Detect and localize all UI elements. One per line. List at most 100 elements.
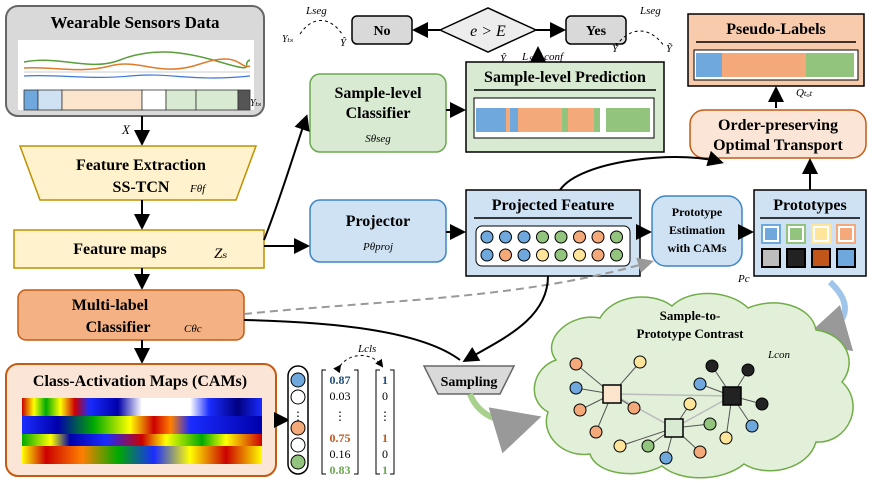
prototype-squares (761, 224, 856, 268)
feature-dot (610, 248, 623, 262)
class-circles-column: ⋮ (287, 365, 309, 475)
cam-heatmap-row-3 (22, 434, 262, 446)
contrast-line1: Sample-to- (660, 308, 721, 323)
feature-dot (517, 230, 531, 244)
contrast-graph (569, 355, 769, 465)
label-4: 0 (382, 447, 388, 461)
feature-dot (591, 248, 605, 262)
feature-dot (480, 248, 494, 262)
x-label: X (121, 122, 131, 137)
sample-node (613, 439, 627, 453)
prototype-square (786, 248, 806, 268)
prototype-square-fill (790, 228, 802, 240)
score-1: 0.87 (330, 373, 351, 387)
projected-feature-dots (480, 230, 623, 262)
sample-node (693, 445, 707, 459)
mlc-title-line2: Classifier (86, 319, 151, 336)
prototype-hub-green (664, 418, 684, 438)
contrast-line2: Prototype Contrast (637, 326, 745, 341)
prototype-estimation-block: Prototype Estimation with CAMs (651, 195, 743, 267)
feature-dot (554, 248, 568, 262)
sample-node (705, 359, 719, 373)
l-con-label: Lcon (767, 349, 791, 361)
pe-line2: Estimation (669, 223, 725, 237)
prototype-square (761, 248, 781, 268)
score-2: 0.03 (330, 389, 351, 403)
prototype-square (836, 248, 856, 268)
multi-label-classifier-block: Multi-label Classifier Cθc (17, 289, 245, 341)
no-yts-label: Yₜₛ (282, 34, 293, 45)
feature-maps-symbol: Zₛ (214, 246, 227, 262)
pe-line3: with CAMs (668, 241, 727, 255)
label-5: 1 (382, 463, 388, 477)
feature-dot (591, 230, 605, 244)
pe-line1: Prototype (672, 205, 723, 219)
sample-node (755, 397, 769, 411)
svg-text:⋮: ⋮ (292, 409, 304, 423)
label-1: 1 (382, 373, 388, 387)
no-lseg-label: Lseg (305, 5, 327, 17)
score-vector: 0.87 0.03 ⋮ 0.75 0.16 0.83 (321, 369, 359, 477)
sample-node (569, 357, 583, 371)
projector-title: Projector (346, 213, 411, 230)
yes-box (565, 15, 627, 45)
sample-node (569, 381, 583, 395)
sample-classifier-line2: Classifier (346, 105, 411, 122)
prediction-bar (476, 108, 650, 132)
label-3: 1 (382, 431, 388, 445)
feature-extraction-param: Fθf (189, 183, 207, 195)
projected-feature-title: Projected Feature (492, 197, 614, 214)
pseudo-label-bar (696, 53, 854, 77)
feature-dot (536, 248, 549, 262)
diamond-yhat-label: Ŷ (500, 53, 508, 65)
ss-tcn-label: SS-TCN (113, 179, 170, 196)
mlc-title-line1: Multi-label (72, 297, 149, 314)
sensor-signal-green (23, 51, 251, 69)
sample-node (627, 401, 641, 415)
sample-node (659, 451, 673, 465)
prototype-square-fill (840, 228, 852, 240)
feature-dot (480, 230, 494, 244)
prototype-square (811, 248, 831, 268)
yes-yhat-label: Ŷ (612, 43, 620, 55)
yes-ytilde-label: Ỹ (666, 43, 674, 55)
feature-extraction-title: Feature Extraction (76, 157, 206, 174)
cam-heatmap-row-1 (22, 398, 262, 416)
sample-node (719, 431, 733, 445)
score-ellipsis: ⋮ (334, 409, 346, 423)
sample-node (693, 377, 707, 391)
cam-heatmap-row-2 (22, 416, 262, 434)
yes-label: Yes (586, 24, 607, 39)
feature-dot (610, 230, 623, 244)
score-5: 0.83 (330, 463, 351, 477)
ground-truth-bar (23, 89, 251, 111)
l-cls-label: Lcls (357, 343, 376, 355)
sensors-title: Wearable Sensors Data (50, 13, 220, 32)
ls-sub-label: S (529, 55, 533, 64)
yes-lseg-label: Lseg (639, 5, 661, 17)
score-4: 0.16 (330, 447, 351, 461)
label-2: 0 (382, 389, 388, 403)
feature-maps-block: Feature maps Zₛ (13, 229, 265, 269)
feature-dot (517, 248, 531, 262)
sampling-block: Sampling (422, 365, 516, 395)
feature-dot (573, 230, 586, 244)
sampling-title: Sampling (441, 375, 498, 390)
feature-dot (554, 230, 568, 244)
cams-panel: Class-Activation Maps (CAMs) (5, 363, 277, 477)
feature-dot (536, 230, 549, 244)
sample-classifier-line1: Sample-level (334, 85, 422, 102)
feature-extraction-block: Feature Extraction SS-TCN Fθf (18, 145, 258, 201)
sample-node (703, 417, 717, 431)
sample-node (683, 397, 697, 411)
score-3: 0.75 (330, 431, 351, 445)
projected-feature-block: Projected Feature (465, 189, 641, 277)
cams-title: Class-Activation Maps (CAMs) (33, 373, 247, 390)
cam-heatmap-row-4 (22, 446, 262, 464)
sample-classifier-param: Sθseg (365, 133, 391, 145)
prototype-hub-orange (602, 384, 622, 404)
sample-node (641, 439, 655, 453)
ot-line2: Optimal Transport (713, 137, 843, 154)
feature-dot (499, 230, 512, 244)
prototypes-title: Prototypes (773, 197, 846, 214)
